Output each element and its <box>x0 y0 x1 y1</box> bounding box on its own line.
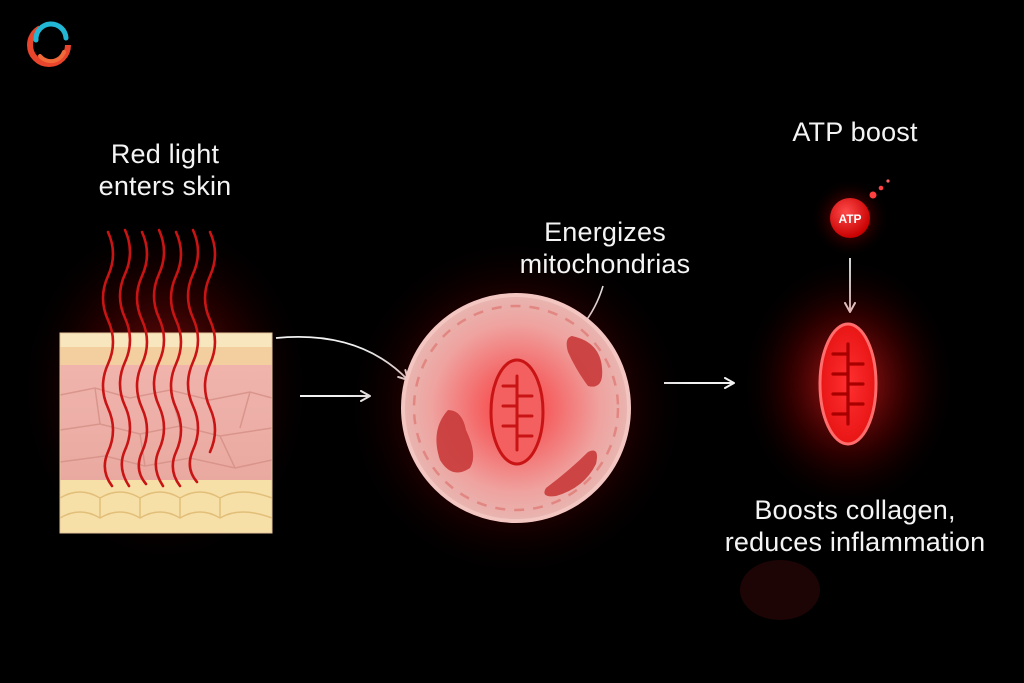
red-light-waves <box>101 228 217 488</box>
step2-label-line1: Energizes <box>544 217 666 247</box>
mitochondrion-in-cell <box>489 358 545 466</box>
atp-label: ATP <box>838 212 861 226</box>
result-label-line1: Boosts collagen, <box>754 495 956 525</box>
step1-label-line2: enters skin <box>98 171 232 201</box>
step1-label-line1: Red light <box>110 139 220 169</box>
skin-cross-section <box>15 210 315 570</box>
result-label-line2: reduces inflammation <box>724 527 986 557</box>
step2-label-line2: mitochondrias <box>519 249 691 279</box>
result-label: Boosts collagen, reduces inflammation <box>700 494 1010 558</box>
swirl-logo-icon <box>27 21 71 67</box>
step1-label: Red light enters skin <box>60 138 270 202</box>
step2-label: Energizes mitochondrias <box>490 216 720 280</box>
step3-title-text: ATP boost <box>792 117 918 147</box>
step3-title: ATP boost <box>760 116 950 148</box>
faint-background-glow <box>740 560 820 620</box>
cell <box>341 233 691 583</box>
atp-molecule: ATP <box>810 178 890 258</box>
energized-mitochondrion <box>738 254 958 514</box>
